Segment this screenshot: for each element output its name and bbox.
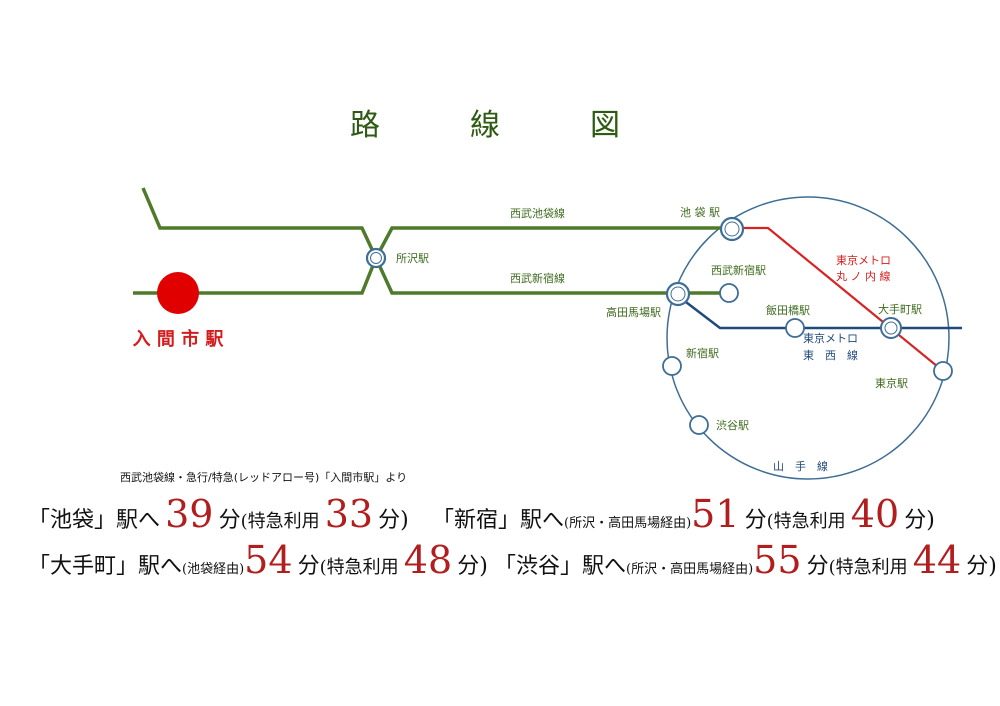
shibuya-via: (所沢・高田馬場経由)	[626, 562, 754, 577]
ikebukuro-ltd-unit: 分)	[378, 508, 409, 533]
travel-time-row-1: 「池袋」駅へ 39 分(特急利用 33 分)	[28, 492, 409, 536]
ikebukuro-destination: 「池袋」駅へ	[28, 508, 161, 533]
iidabashi-station-marker	[785, 318, 805, 338]
travel-time-row-2: 「大手町」駅へ(池袋経由)54 分(特急利用 48 分)	[28, 538, 488, 582]
otemachi-ltd-unit: 分)	[457, 554, 488, 579]
map-title: 路 線 図	[350, 108, 650, 143]
shibuya-time-unit: 分	[806, 554, 829, 579]
tokorozawa-station-inner	[370, 252, 382, 264]
seibu-ikebukuro-line	[141, 187, 732, 262]
ikebukuro-ltd-prefix: (特急利用	[240, 511, 320, 532]
yamanote-line-label: 山 手 線	[773, 459, 828, 473]
travel-time-row-1b: 「新宿」駅へ(所沢・高田馬場経由)51 分(特急利用 40 分)	[432, 492, 935, 536]
otemachi-time-unit: 分	[297, 554, 320, 579]
shinjuku-destination: 「新宿」駅へ	[432, 508, 565, 533]
takadanobaba-station-inner	[670, 286, 686, 302]
shinjuku-ltd-time: 40	[850, 492, 900, 536]
ikebukuro-station-label: 池 袋 駅	[680, 205, 720, 219]
otemachi-ltd-time: 48	[403, 538, 453, 582]
shibuya-ltd-time: 44	[912, 538, 962, 582]
tozai-line-label-2: 東 西 線	[803, 348, 858, 362]
ikebukuro-time: 39	[165, 492, 214, 536]
iruma-station-label: 入 間 市 駅	[133, 328, 225, 350]
seibu-shinjuku-line	[133, 253, 728, 295]
tokorozawa-station-marker	[365, 247, 387, 269]
shibuya-ltd-unit: 分)	[966, 554, 997, 579]
shibuya-station-marker	[689, 415, 709, 435]
tozai-line-label-1: 東京メトロ	[803, 331, 858, 345]
shinjuku-via: (所沢・高田馬場経由)	[564, 516, 692, 531]
ikebukuro-station-inner	[724, 221, 740, 237]
yamanote-line	[666, 196, 950, 480]
shinjuku-ltd-prefix: (特急利用	[766, 511, 846, 532]
shibuya-time: 55	[753, 538, 802, 582]
otemachi-ltd-prefix: (特急利用	[319, 557, 399, 578]
ikebukuro-station-marker	[719, 216, 745, 242]
shibuya-ltd-prefix: (特急利用	[828, 557, 908, 578]
marunouchi-line-label-2: 丸 ノ 内 線	[836, 269, 891, 283]
tokyo-station-label: 東京駅	[875, 376, 908, 390]
shinjuku-time-unit: 分	[744, 508, 767, 533]
seibu-shinjuku-line-label: 西武新宿線	[510, 271, 565, 285]
marunouchi-line-label-1: 東京メトロ	[836, 253, 891, 267]
route-note: 西武池袋線・急行/特急(レッドアロー号)「入間市駅」より	[120, 470, 407, 484]
takadanobaba-station-marker	[665, 281, 691, 307]
shinjuku-ltd-unit: 分)	[904, 508, 935, 533]
shinjuku-station-label: 新宿駅	[686, 346, 719, 360]
otemachi-station-label: 大手町駅	[878, 302, 922, 316]
ikebukuro-time-unit: 分	[218, 508, 241, 533]
seibu-shinjuku-station-label: 西武新宿駅	[711, 263, 766, 277]
otemachi-station-inner	[884, 321, 898, 335]
otemachi-time: 54	[244, 538, 293, 582]
travel-time-row-2b: 「渋谷」駅へ(所沢・高田馬場経由)55 分(特急利用 44 分)	[494, 538, 997, 582]
ikebukuro-ltd-time: 33	[324, 492, 374, 536]
shinjuku-time: 51	[691, 492, 740, 536]
tokorozawa-station-label: 所沢駅	[396, 251, 429, 265]
tokyo-station-marker	[933, 361, 953, 381]
seibu-shinjuku-station-marker	[719, 283, 739, 303]
otemachi-station-marker	[880, 317, 902, 339]
takadanobaba-station-label: 高田馬場駅	[606, 305, 661, 319]
otemachi-destination: 「大手町」駅へ	[28, 554, 183, 579]
seibu-ikebukuro-line-label: 西武池袋線	[510, 206, 565, 220]
shinjuku-station-marker	[662, 356, 682, 376]
shibuya-station-label: 渋谷駅	[716, 419, 749, 432]
iidabashi-station-label: 飯田橋駅	[766, 303, 810, 317]
iruma-station-marker	[157, 272, 199, 314]
shibuya-destination: 「渋谷」駅へ	[494, 554, 627, 579]
otemachi-via: (池袋経由)	[182, 562, 245, 577]
